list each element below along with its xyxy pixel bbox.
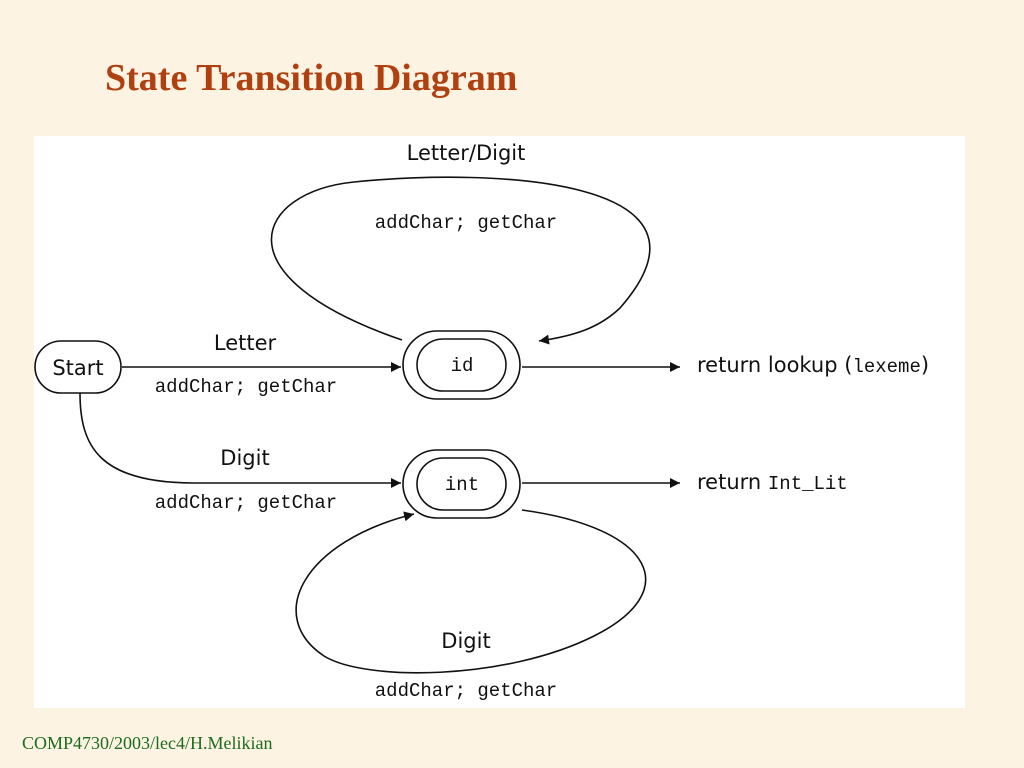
id-loop-edge bbox=[270, 176, 651, 345]
id-output-text: return lookup (lexeme) bbox=[697, 353, 929, 378]
start-to-int-action: addChar; getChar bbox=[155, 492, 337, 514]
int-output-text: return Int_Lit bbox=[697, 470, 848, 495]
id-state-inner bbox=[416, 338, 507, 392]
start-to-int-label: Digit bbox=[220, 446, 269, 470]
int-loop-action: addChar; getChar bbox=[375, 680, 557, 702]
int-state-inner bbox=[416, 457, 507, 511]
start-state-label: Start bbox=[52, 356, 103, 380]
int-output-prefix: return bbox=[697, 470, 768, 494]
id-output-suffix: ) bbox=[921, 353, 929, 377]
id-output-code: lexeme bbox=[852, 356, 920, 378]
int-output-code: Int_Lit bbox=[768, 473, 848, 495]
id-loop-action: addChar; getChar bbox=[375, 212, 557, 234]
id-state-label: id bbox=[451, 355, 474, 377]
start-state bbox=[34, 340, 122, 394]
int-loop-edge bbox=[295, 509, 647, 674]
int-loop-label: Digit bbox=[441, 629, 490, 653]
start-to-id-action: addChar; getChar bbox=[155, 376, 337, 398]
diagram-panel: Letter/Digit addChar; getChar Start id i… bbox=[34, 136, 965, 708]
id-loop-label: Letter/Digit bbox=[407, 141, 526, 165]
start-to-int-edge bbox=[79, 392, 401, 488]
slide-title: State Transition Diagram bbox=[105, 57, 518, 99]
state-diagram: Letter/Digit addChar; getChar Start id i… bbox=[34, 141, 929, 702]
int-state-label: int bbox=[445, 474, 479, 496]
slide-footer: COMP4730/2003/lec4/H.Melikian bbox=[22, 733, 273, 753]
start-to-id-label: Letter bbox=[214, 331, 277, 355]
id-output-prefix: return lookup ( bbox=[697, 353, 852, 377]
